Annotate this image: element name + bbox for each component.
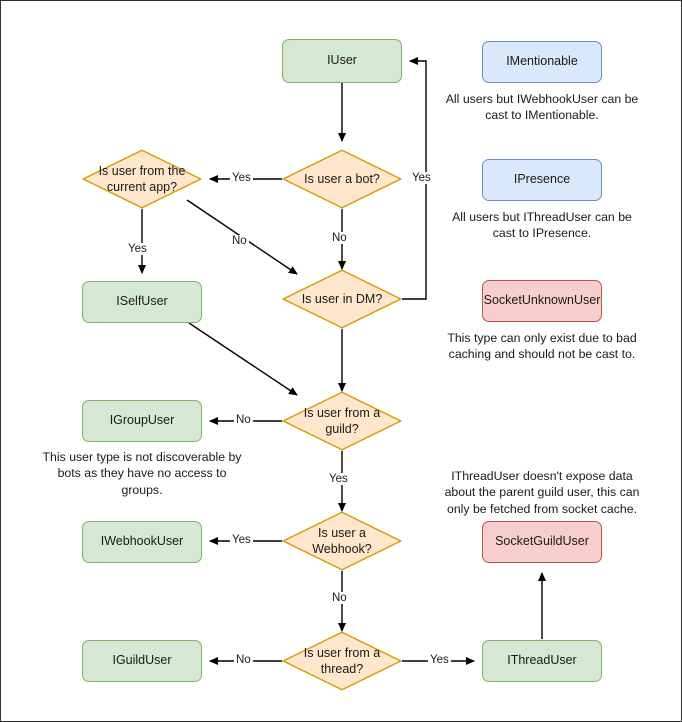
node-ithreaduser[interactable]: IThreadUser [482, 640, 602, 682]
node-is-user-from-guild-label: Is user from a guild? [303, 406, 381, 436]
node-is-user-in-dm-label: Is user in DM? [301, 292, 383, 306]
node-is-user-from-current-app[interactable]: Is user from the current app? [82, 149, 202, 209]
edge-label-guild-yes: Yes [327, 473, 350, 485]
edge-label-app-yes: Yes [126, 243, 149, 255]
diamond-shape [282, 631, 402, 691]
node-igroupuser[interactable]: IGroupUser [82, 400, 202, 442]
diamond-shape [282, 269, 402, 329]
edge-label-guild-no: No [234, 414, 253, 426]
note-thread: IThreadUser doesn't expose data about th… [444, 469, 640, 516]
node-is-user-from-thread[interactable]: Is user from a thread? [282, 631, 402, 691]
note-mentionable: All users but IWebhookUser can be cast t… [445, 92, 639, 123]
node-is-user-a-webhook[interactable]: Is user a Webhook? [282, 511, 402, 571]
node-iguilduser[interactable]: IGuildUser [82, 640, 202, 682]
node-is-user-from-thread-label: Is user from a thread? [303, 646, 381, 676]
diamond-shape [282, 149, 402, 209]
diamond-shape [282, 511, 402, 571]
node-igroupuser-label: IGroupUser [109, 413, 175, 428]
edge-label-webhook-yes: Yes [230, 534, 253, 546]
edge-label-app-no: No [230, 235, 249, 247]
note-group: This user type is not discoverable by bo… [42, 450, 242, 497]
edge-label-dm-yes: Yes [410, 172, 433, 184]
node-is-user-from-current-app-label: Is user from the current app? [98, 164, 186, 194]
node-imentionable-label: IMentionable [506, 54, 578, 69]
edge-iselfuser-to-isfromguild [188, 322, 298, 396]
node-iselfuser[interactable]: ISelfUser [82, 281, 202, 323]
node-is-user-from-guild[interactable]: Is user from a guild? [282, 391, 402, 451]
node-ipresence[interactable]: IPresence [482, 159, 602, 201]
node-socketguilduser[interactable]: SocketGuildUser [482, 521, 602, 563]
diamond-shape [82, 149, 202, 209]
node-is-user-a-bot[interactable]: Is user a bot? [282, 149, 402, 209]
diamond-shape [282, 391, 402, 451]
node-socketunknownuser-label: SocketUnknownUser [483, 293, 601, 308]
node-is-user-a-bot-label: Is user a bot? [304, 172, 380, 186]
edge-label-webhook-no: No [330, 592, 349, 604]
node-ithreaduser-label: IThreadUser [507, 653, 577, 668]
node-ipresence-label: IPresence [513, 172, 571, 187]
note-presence: All users but IThreadUser can be cast to… [452, 210, 632, 241]
node-iwebhookuser-label: IWebhookUser [100, 534, 184, 549]
node-is-user-a-webhook-label: Is user a Webhook? [312, 526, 372, 556]
node-imentionable[interactable]: IMentionable [482, 41, 602, 83]
note-socket-unknown: This type can only exist due to bad cach… [447, 331, 637, 362]
node-socketguilduser-label: SocketGuildUser [495, 534, 589, 549]
node-iwebhookuser[interactable]: IWebhookUser [82, 521, 202, 563]
node-socketunknownuser[interactable]: SocketUnknownUser [482, 280, 602, 322]
node-iselfuser-label: ISelfUser [116, 294, 168, 309]
node-iuser[interactable]: IUser [282, 39, 402, 83]
edge-label-bot-yes: Yes [230, 172, 253, 184]
node-is-user-in-dm[interactable]: Is user in DM? [282, 269, 402, 329]
node-iuser-label: IUser [327, 53, 357, 68]
edge-label-bot-no: No [330, 232, 349, 244]
node-iguilduser-label: IGuildUser [112, 653, 172, 668]
edge-label-thread-no: No [234, 654, 253, 666]
edge-label-thread-yes: Yes [428, 654, 451, 666]
